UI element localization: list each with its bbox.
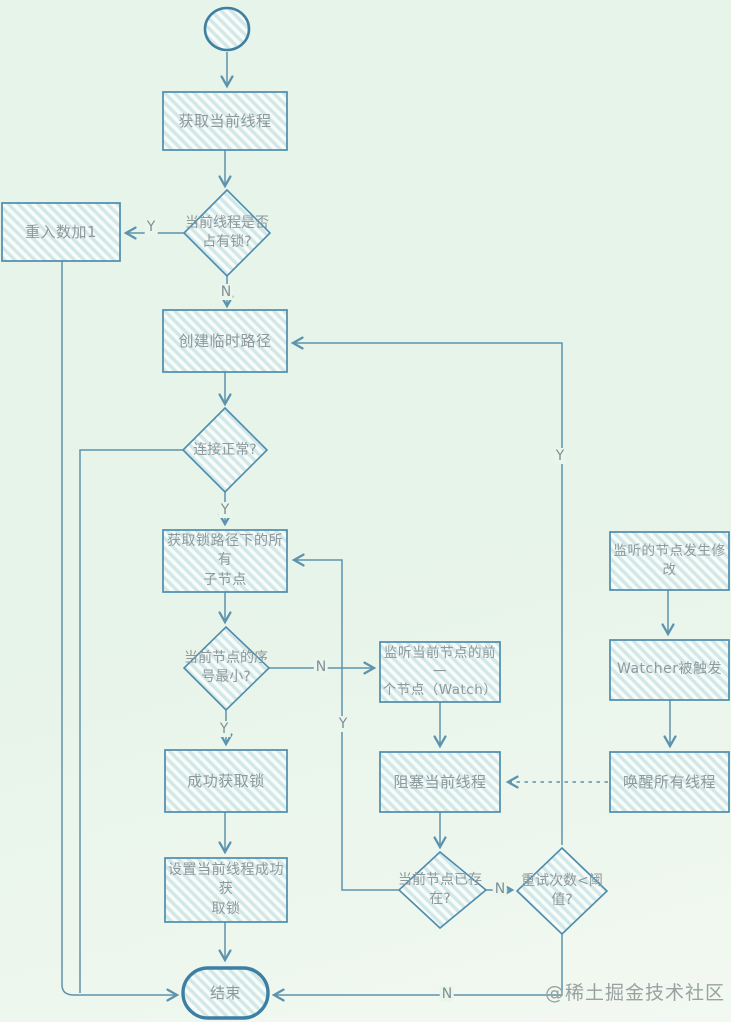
create-path-node [162,309,288,373]
edge-reentrant-to-end [61,261,180,1002]
owns-lock-yes-label: Y [144,219,158,235]
node-exists-no-label: N [492,881,508,897]
reentrant-inc-node [1,202,121,262]
owns-lock-decision-node [182,188,272,278]
retry-no-label: N [439,986,455,1002]
juejin-watermark: @稀土掘金技术社区 [544,982,725,1004]
retry-threshold-decision-node [515,846,609,936]
get-children-node [162,529,288,593]
node-exists-decision-node [397,850,488,930]
edge-retry-yes-to-create-path [290,336,563,845]
retry-yes-label: Y [553,448,567,464]
block-thread-node [379,751,501,813]
conn-ok-decision-node [181,406,269,494]
owns-lock-no-label: N [218,284,234,300]
get-thread-node [162,91,288,151]
set-success-node [164,857,288,923]
node-exists-yes-label: Y [336,716,350,732]
is-min-no-label: N [313,659,329,675]
wake-all-node [609,751,730,813]
edge-conn-ok-no-to-end [79,449,183,993]
edge-retry-no-to-end [271,934,563,1002]
watcher-fired-node [609,639,730,701]
is-min-yes-label: Y [217,721,231,737]
end-node [181,966,270,1020]
start-circle-node [203,6,251,52]
conn-ok-yes-label: Y [218,502,232,518]
acquire-ok-node [164,749,288,813]
is-min-decision-node [182,625,271,712]
node-modified-node [609,531,730,591]
watch-prev-node [379,641,501,703]
